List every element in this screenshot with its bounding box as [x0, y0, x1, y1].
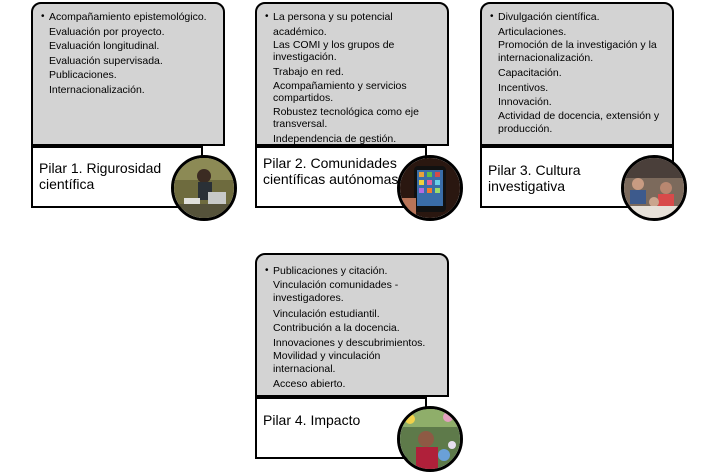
list-item: Promoción de la investigación y la inter…: [498, 39, 657, 64]
list-item: Articulaciones.: [498, 25, 567, 38]
researcher-lab-photo: [171, 155, 237, 221]
list-item: Vinculación comunidades - investigadores…: [273, 278, 399, 304]
pillar-2-title: Pilar 2. Comunidades científicas autónom…: [263, 155, 399, 187]
list-item: Innovaciones y descubrimientos.: [273, 336, 426, 349]
pillar-1-title: Pilar 1. Rigurosidad científica: [39, 160, 162, 192]
list-item: Acompañamiento epistemológico.: [41, 10, 217, 25]
pillar-4-card: Publicaciones y citación. Vinculación co…: [255, 253, 449, 397]
pillar-2-list: La persona y su potencial académico. Las…: [265, 10, 441, 146]
list-item: Robustez tecnológica como eje transversa…: [273, 105, 419, 131]
pillar-2-card: La persona y su potencial académico. Las…: [255, 2, 449, 146]
list-item: Publicaciones y citación.: [265, 264, 441, 279]
list-item: Acceso abierto.: [273, 378, 346, 390]
list-item: Capacitación.: [498, 67, 562, 79]
pillar-4-title: Pilar 4. Impacto: [263, 412, 361, 428]
smartphone-photo: [397, 155, 463, 221]
list-item: Independencia de gestión.: [273, 132, 397, 145]
list-item: Vinculación estudiantil.: [273, 307, 380, 320]
pillar-3-card: Divulgación científica. Articulaciones. …: [480, 2, 674, 146]
pillar-1-list: Acompañamiento epistemológico. Evaluació…: [41, 10, 217, 97]
list-item: Divulgación científica.: [490, 10, 668, 25]
list-item: Evaluación por proyecto.: [49, 25, 165, 38]
smartphone-icon: [400, 158, 460, 218]
list-item: Incentivos.: [498, 81, 549, 94]
market-vendor-icon: [400, 409, 460, 469]
list-item: Innovación.: [498, 96, 552, 108]
list-item: Evaluación longitudinal.: [49, 40, 160, 52]
classroom-photo: [621, 155, 687, 221]
pillar-4-list: Publicaciones y citación. Vinculación co…: [265, 264, 441, 392]
researcher-lab-icon: [174, 158, 234, 218]
list-item: Movilidad y vinculación internacional.: [273, 350, 381, 375]
classroom-icon: [624, 158, 684, 218]
market-vendor-photo: [397, 406, 463, 472]
list-item: Las COMI y los grupos de investigación.: [273, 39, 395, 63]
list-item: Actividad de docencia, extensión y produ…: [498, 109, 660, 135]
list-item: La persona y su potencial académico.: [265, 10, 441, 39]
pillar-1-card: Acompañamiento epistemológico. Evaluació…: [31, 2, 225, 146]
pillar-3-list: Divulgación científica. Articulaciones. …: [490, 10, 668, 136]
list-item: Internacionalización.: [49, 83, 145, 96]
pillar-3-title: Pilar 3. Cultura investigativa: [488, 162, 581, 194]
list-item: Acompañamiento y servicios compartidos.: [273, 79, 407, 104]
list-item: Publicaciones.: [49, 69, 117, 81]
list-item: Contribución a la docencia.: [273, 322, 400, 334]
list-item: Evaluación supervisada.: [49, 54, 163, 67]
list-item: Trabajo en red.: [273, 66, 344, 78]
